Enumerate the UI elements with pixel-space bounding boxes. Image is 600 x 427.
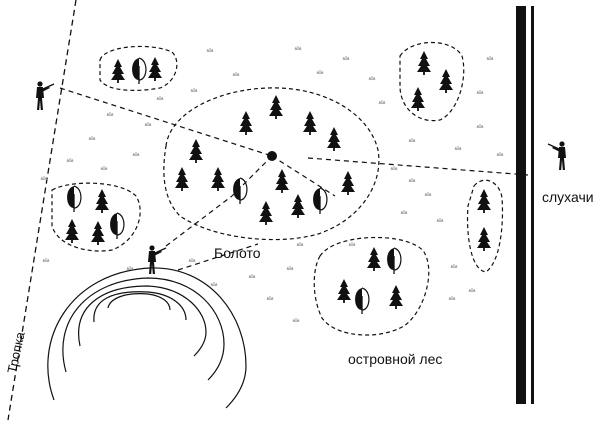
deciduous-tree-icon (354, 287, 370, 315)
spruce-tree-icon (337, 279, 351, 303)
spruce-tree-icon (148, 57, 162, 81)
hunter-with-rifle-icon (147, 244, 167, 275)
spruce-tree-icon (477, 227, 491, 251)
deciduous-tree-icon (131, 57, 147, 85)
spruce-tree-icon (291, 194, 305, 218)
spruce-tree-icon (327, 127, 341, 151)
spruce-tree-icon (417, 51, 431, 75)
deciduous-tree-icon (232, 177, 248, 205)
concentric-arcs (47, 267, 247, 409)
center-point (267, 151, 277, 161)
sight-lines (59, 87, 529, 271)
spruce-tree-icon (91, 221, 105, 245)
swamp-label: Болото (214, 245, 261, 261)
spruce-tree-icon (189, 139, 203, 163)
deciduous-tree-icon (66, 185, 82, 213)
deciduous-tree-icon (109, 212, 125, 240)
forest-patch-top-left (99, 45, 178, 91)
hunter-with-rifle-icon (547, 140, 567, 171)
spruce-tree-icon (477, 189, 491, 213)
trees (65, 51, 491, 315)
spruce-tree-icon (259, 201, 273, 225)
spruce-tree-icon (367, 247, 381, 271)
spruce-tree-icon (275, 169, 289, 193)
spruce-tree-icon (95, 189, 109, 213)
trail-line (7, 0, 77, 421)
spruce-tree-icon (65, 219, 79, 243)
forest-patch-near-road (466, 179, 504, 273)
spruce-tree-icon (175, 167, 189, 191)
road-thick-line (516, 6, 526, 404)
forest-patch-bottom-right (313, 236, 430, 336)
spruce-tree-icon (341, 171, 355, 195)
spruce-tree-icon (269, 95, 283, 119)
deciduous-tree-icon (386, 247, 402, 275)
spruce-tree-icon (439, 69, 453, 93)
spruce-tree-icon (389, 285, 403, 309)
spruce-tree-icon (303, 111, 317, 135)
forest-outlines (51, 41, 504, 336)
road-thin-line (531, 6, 534, 404)
island-forest-label: островной лес (348, 351, 442, 367)
spruce-tree-icon (111, 59, 125, 83)
spruce-tree-icon (211, 167, 225, 191)
spruce-tree-icon (411, 87, 425, 111)
forest-patch-top-right (399, 41, 465, 122)
swamp-outline (163, 87, 380, 241)
forest-patch-left (51, 182, 141, 252)
listeners-label: слухачи (542, 189, 594, 205)
trail-label: Тропка (4, 330, 28, 375)
deciduous-tree-icon (312, 187, 328, 215)
hunter-with-rifle-icon (35, 80, 55, 111)
spruce-tree-icon (239, 111, 253, 135)
